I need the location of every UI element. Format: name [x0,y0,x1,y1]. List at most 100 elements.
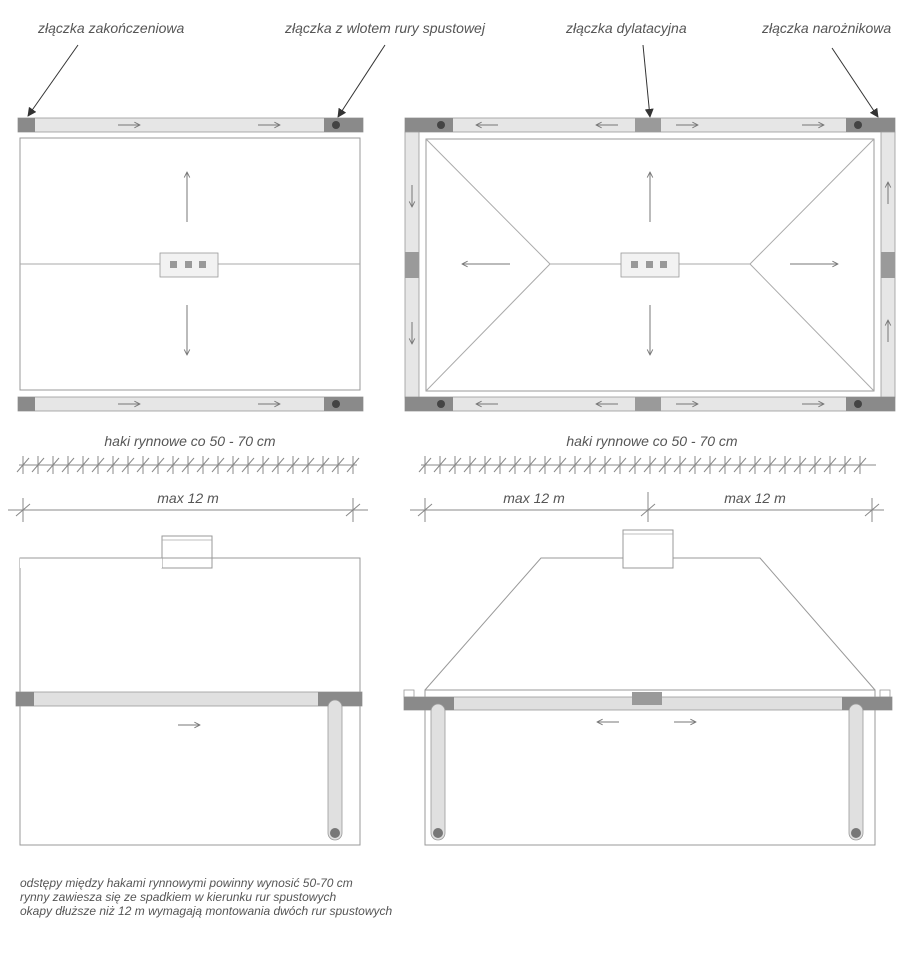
gutter-hook-tick [61,457,75,473]
leader-expansion [642,44,654,118]
gutter-hook-tick [121,457,135,473]
corner-fitting [405,397,429,411]
expansion-fitting [881,252,895,278]
gutter-hook-tick [733,457,747,473]
corner-fitting [405,118,429,132]
plan-view-hip-roof [404,117,896,412]
gutter-hook-tick [211,457,225,473]
outlet-hole [437,121,445,129]
end-cap-fitting [16,692,34,706]
downpipe [848,703,864,841]
gutter-hook-tick [463,457,477,473]
gutter-hook-tick [286,457,300,473]
outlet-fitting [404,697,454,710]
gutter-hook-tick [331,457,345,473]
expansion-fitting [635,397,661,411]
gutter-hook-tick [493,457,507,473]
gutter-hook-tick [538,457,552,473]
gutter-bottom [17,396,364,412]
dimension-right [410,492,884,522]
gutter-hook-tick [271,457,285,473]
gutter-hook-tick [181,457,195,473]
span-label-right-a: max 12 m [503,490,565,506]
gutter-hook-tick [718,457,732,473]
gutter-hook-tick [433,457,447,473]
dimension-left [8,498,368,522]
gutter-hook-tick [583,457,597,473]
outlet-hole [854,400,862,408]
gutter-hook-tick [241,457,255,473]
corner-fitting [870,397,895,411]
corner-fitting [870,118,895,132]
gutter-hook-tick [793,457,807,473]
hooks-row-right [418,456,876,474]
gutter-hook-tick [256,457,270,473]
leader-downpipe-outlet [337,44,386,118]
gutter-hook-tick [316,457,330,473]
gutter-hook-tick [523,457,537,473]
gutter-side [15,691,363,707]
outlet-hole [332,400,340,408]
gutter-hook-tick [658,457,672,473]
wall-outline [424,689,876,846]
gutter-hook-tick [46,457,60,473]
gutter-hook-tick [748,457,762,473]
gutter-hook-tick [76,457,90,473]
roof-slope [673,557,876,691]
gutter-hook-tick [91,457,105,473]
downpipe [430,703,446,841]
gutter-hook-tick [226,457,240,473]
span-label-left: max 12 m [157,490,219,506]
callout-expansion: złączka dylatacyjna [565,20,687,36]
hooks-label-left: haki rynnowe co 50 - 70 cm [104,433,276,449]
leader-corner [831,47,879,118]
gutter-hook-tick [508,457,522,473]
gutter-hook-tick [151,457,165,473]
downpipe [327,699,343,841]
gutter-hook-tick [478,457,492,473]
gutter-hook-tick [823,457,837,473]
leader-end-cap [27,44,79,117]
gutter-hook-tick [673,457,687,473]
expansion-fitting [405,252,419,278]
gutter-hook-tick [703,457,717,473]
gutter-hook-tick [778,457,792,473]
gutter-hook-tick [301,457,315,473]
gutter-hook-tick [448,457,462,473]
gutter-hook-tick [136,457,150,473]
gutter-hook-tick [643,457,657,473]
span-label-right-b: max 12 m [724,490,786,506]
note-gutter-slope: rynny zawiesza się ze spadkiem w kierunk… [20,890,337,904]
expansion-fitting [632,692,662,705]
chimney [622,529,674,569]
hip-lines [425,138,875,392]
chimney [161,535,213,569]
gutter-hook-tick [853,457,867,473]
gutter-hook-tick [598,457,612,473]
outlet-hole [332,121,340,129]
roof-slope [424,557,623,691]
elevation-gable-roof [15,535,363,846]
gutter-top [17,117,364,133]
end-cap-fitting [18,397,35,411]
elevation-hip-roof [403,529,893,846]
hooks-row-left [16,456,360,474]
expansion-fitting [635,118,661,132]
gutter-hook-tick [808,457,822,473]
notes: odstępy między hakami rynnowymi powinny … [20,876,720,918]
gutter-hook-tick [166,457,180,473]
gutter-hook-tick [628,457,642,473]
gutter-hook-tick [553,457,567,473]
outlet-fitting [318,692,362,706]
callout-end-cap: złączka zakończeniowa [37,20,185,36]
gutter-hook-tick [346,457,360,473]
plan-view-gable-roof [17,117,364,412]
callout-leaders [27,44,879,118]
note-hook-spacing: odstępy między hakami rynnowymi powinny … [20,876,353,890]
gutter-hook-tick [196,457,210,473]
hooks-label-right: haki rynnowe co 50 - 70 cm [566,433,738,449]
gutter-hook-tick [418,457,432,473]
end-cap-fitting [18,118,35,132]
note-two-downpipes: okapy dłuższe niż 12 m wymagają montowan… [20,904,393,918]
